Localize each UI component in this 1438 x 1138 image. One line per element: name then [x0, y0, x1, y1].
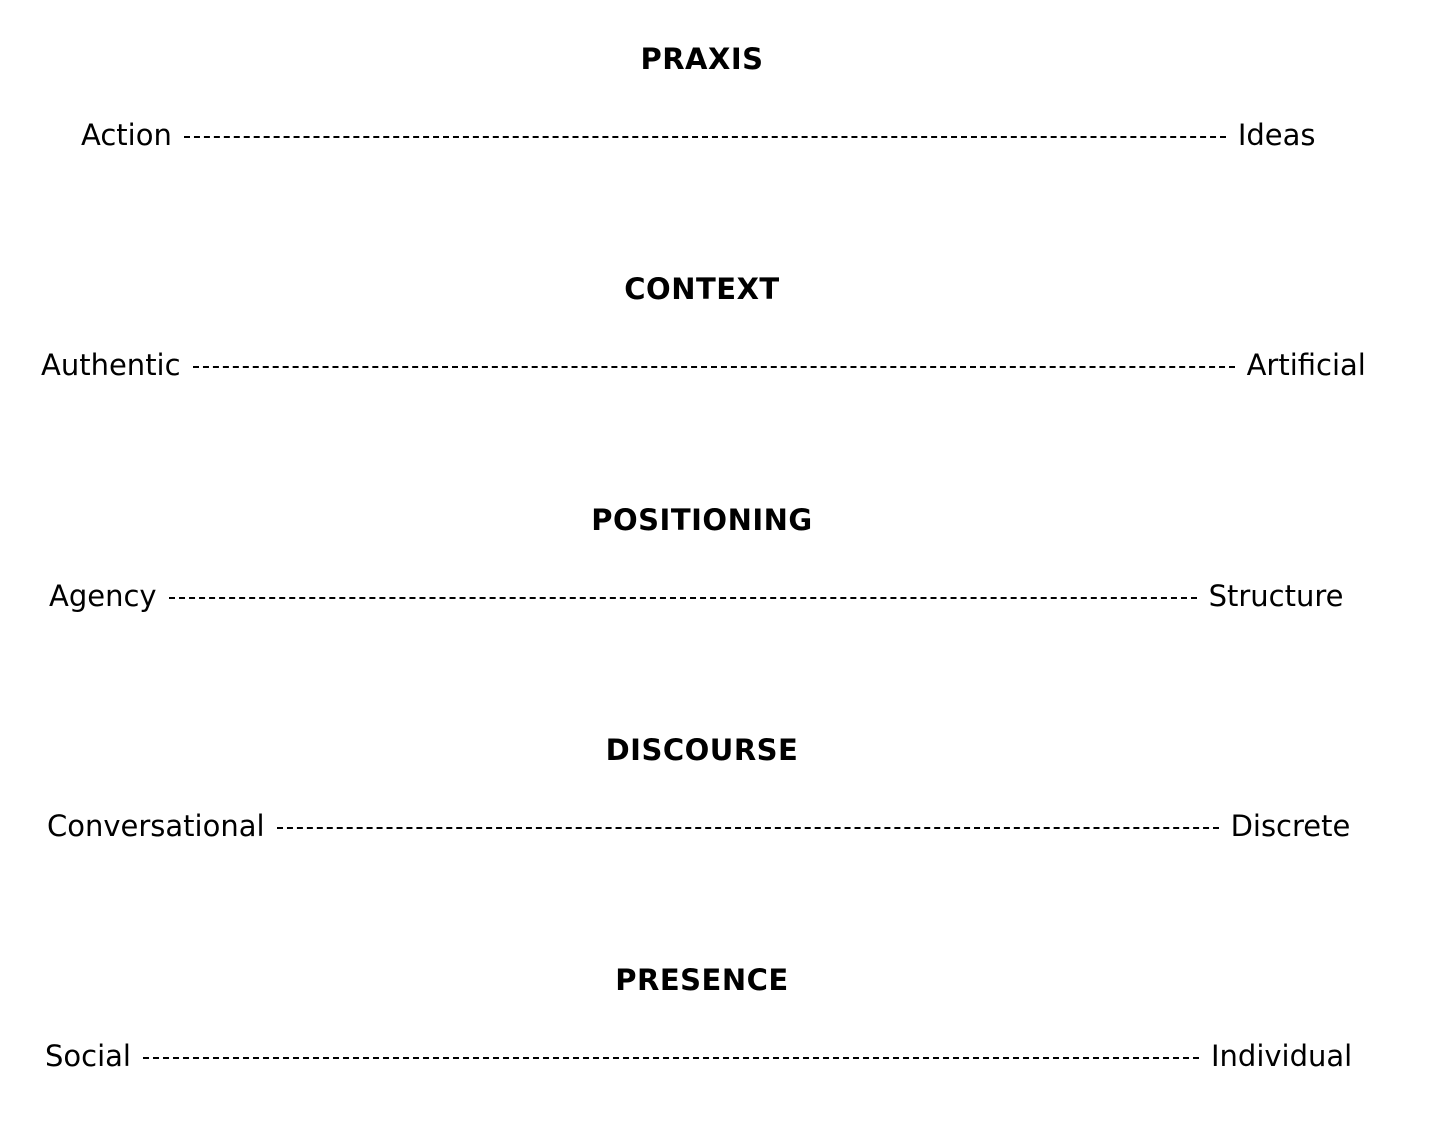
spectrum-row: Action Ideas [81, 118, 1316, 152]
spectrum-row: Social Individual [45, 1039, 1352, 1073]
spectrum-row: Conversational Discrete [47, 809, 1350, 843]
dashed-connector-line [192, 366, 1235, 368]
left-pole-label: Conversational [47, 809, 265, 843]
dimension-title: PRESENCE [615, 963, 789, 997]
left-pole-label: Authentic [41, 348, 181, 382]
dimension-title: DISCOURSE [605, 733, 799, 767]
dashed-connector-line [142, 1057, 1199, 1059]
right-pole-label: Discrete [1230, 809, 1351, 843]
left-pole-label: Agency [49, 579, 157, 613]
dashed-connector-line [276, 827, 1219, 829]
right-pole-label: Artificial [1246, 348, 1366, 382]
left-pole-label: Social [45, 1039, 131, 1073]
spectrum-row: Agency Structure [49, 579, 1343, 613]
right-pole-label: Ideas [1237, 118, 1316, 152]
dimension-title: PRAXIS [640, 42, 764, 76]
spectrum-row: Authentic Artificial [41, 348, 1366, 382]
left-pole-label: Action [81, 118, 172, 152]
right-pole-label: Individual [1210, 1039, 1353, 1073]
dashed-connector-line [183, 136, 1226, 138]
dimension-title: CONTEXT [624, 272, 780, 306]
right-pole-label: Structure [1208, 579, 1344, 613]
dashed-connector-line [168, 597, 1197, 599]
dimension-title: POSITIONING [591, 503, 813, 537]
